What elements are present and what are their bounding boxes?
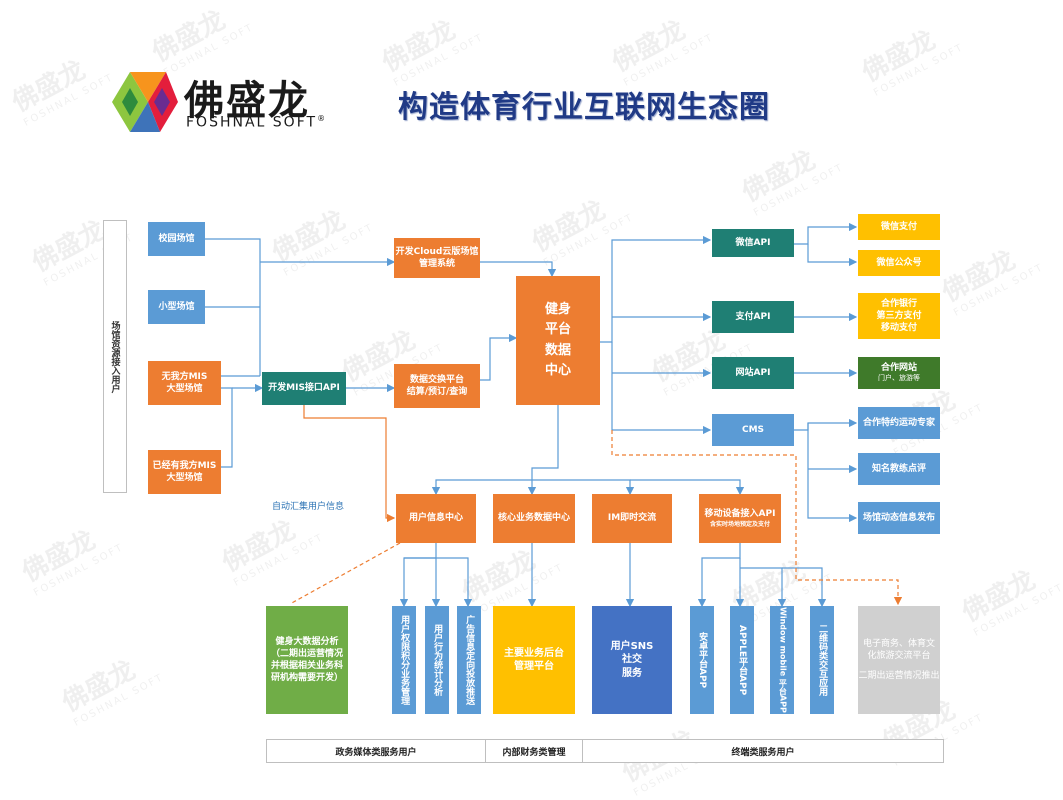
core-business-data-box: 核心业务数据中心	[493, 494, 575, 543]
ecommerce-platform-box: 电子商务、体育文化旅游交流平台二期出运营情况推出	[858, 606, 940, 714]
mis-api-box: 开发MIS接口API	[262, 372, 346, 405]
venue-news-box: 场馆动态信息发布	[858, 502, 940, 534]
ads-push-box: 广告信息定向投放推送	[457, 606, 481, 714]
user-permission-box: 用户权限积分业务管理	[392, 606, 416, 714]
data-center-box: 健身平台数据中心	[516, 276, 600, 405]
brand-name-cn: 佛盛龙	[184, 77, 310, 124]
campus-venue-box: 校园场馆	[148, 222, 205, 256]
sports-expert-box: 合作特约运动专家	[858, 407, 940, 439]
user-behavior-box: 用户行为统计分析	[425, 606, 449, 714]
im-box: IM即时交流	[592, 494, 672, 543]
gov-media-users-label: 政务媒体类服务用户	[335, 747, 417, 758]
data-exchange-box: 数据交换平台结算/预订/查询	[394, 364, 480, 408]
venue-resource-users-label: 场馆资源接入用户	[103, 220, 127, 493]
page-title: 构造体育行业互联网生态圈	[398, 90, 770, 125]
windows-mobile-app-box: Window mobile 平台APP	[770, 606, 794, 714]
coach-review-box: 知名教练点评	[858, 453, 940, 485]
big-data-analysis-box: 健身大数据分析（二期出运营情况并根据相关业务科研机构需要开发）	[266, 606, 348, 714]
brand-name-en: FOSHNAL SOFT®	[186, 114, 328, 131]
payment-api-box: 支付API	[712, 301, 794, 333]
user-info-center-box: 用户信息中心	[396, 494, 476, 543]
wechat-api-box: 微信API	[712, 229, 794, 257]
wechat-public-account-box: 微信公众号	[858, 250, 940, 276]
website-api-box: 网站API	[712, 357, 794, 389]
user-category-bar: 政务媒体类服务用户 内部财务类管理 终端类服务用户	[266, 739, 944, 763]
wechat-pay-box: 微信支付	[858, 214, 940, 240]
auto-collect-note: 自动汇集用户信息	[272, 502, 345, 512]
cloud-system-box: 开发Cloud云版场馆管理系统	[394, 238, 480, 278]
small-venue-box: 小型场馆	[148, 290, 205, 324]
internal-finance-label: 内部财务类管理	[502, 747, 566, 758]
terminal-users-label: 终端类服务用户	[731, 747, 795, 758]
cms-box: CMS	[712, 414, 794, 446]
partner-banks-box: 合作银行第三方支付移动支付	[858, 293, 940, 339]
backend-platform-box: 主要业务后台管理平台	[493, 606, 575, 714]
android-app-box: 安卓平台APP	[690, 606, 714, 714]
partner-website-box: 合作网站门户、旅游等	[858, 357, 940, 389]
logo-mark-icon	[112, 72, 178, 132]
brand-logo: 佛盛龙 FOSHNAL SOFT®	[108, 66, 328, 138]
apple-app-box: APPLE平台APP	[730, 606, 754, 714]
qr-code-app-box: 二维码类交互应用	[810, 606, 834, 714]
